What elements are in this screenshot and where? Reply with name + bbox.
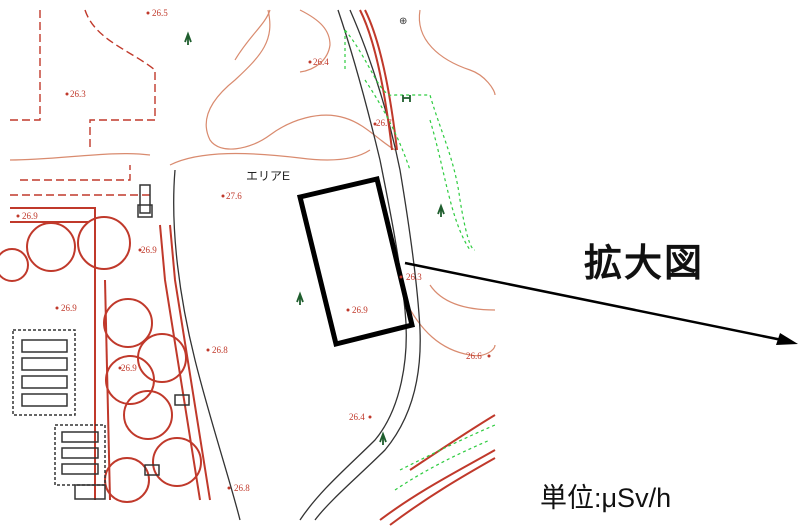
map-symbol: ⊕ xyxy=(399,16,407,27)
vegetation-boundary xyxy=(344,29,496,491)
zoom-arrow xyxy=(404,261,798,345)
value-label: 26.7 xyxy=(376,118,392,128)
value-label: 26.3 xyxy=(406,272,422,282)
value-label: 26.9 xyxy=(61,303,77,313)
zoom-label: 拡大図 xyxy=(584,243,705,285)
tree-symbols xyxy=(184,31,445,445)
value-label: 26.9 xyxy=(141,245,157,255)
value-label: 26.4 xyxy=(313,57,329,67)
measurement-values: 26.5 26.4 26.3 26.7 27.6 26.9 26.9 26.3 … xyxy=(22,8,482,493)
area-boundary-dashed xyxy=(10,9,156,196)
rail-line xyxy=(359,9,496,526)
area-label: エリアE xyxy=(246,169,290,183)
value-label: 26.4 xyxy=(349,412,365,422)
unit-label: 単位:μSv/h xyxy=(540,483,672,513)
measurement-points xyxy=(16,11,491,490)
value-label: 26.9 xyxy=(22,211,38,221)
value-label: 26.9 xyxy=(352,305,368,315)
storage-tanks xyxy=(0,216,202,503)
value-label: 26.3 xyxy=(70,89,86,99)
value-label: 26.5 xyxy=(152,8,168,18)
value-label: 27.6 xyxy=(226,191,242,201)
value-label: 26.8 xyxy=(234,483,250,493)
zoom-area-rectangle xyxy=(296,175,416,348)
value-label: 26.8 xyxy=(212,345,228,355)
value-label: 26.6 xyxy=(466,351,482,361)
value-label: 26.9 xyxy=(121,363,137,373)
contour-lines xyxy=(9,9,496,357)
buildings xyxy=(12,184,190,500)
